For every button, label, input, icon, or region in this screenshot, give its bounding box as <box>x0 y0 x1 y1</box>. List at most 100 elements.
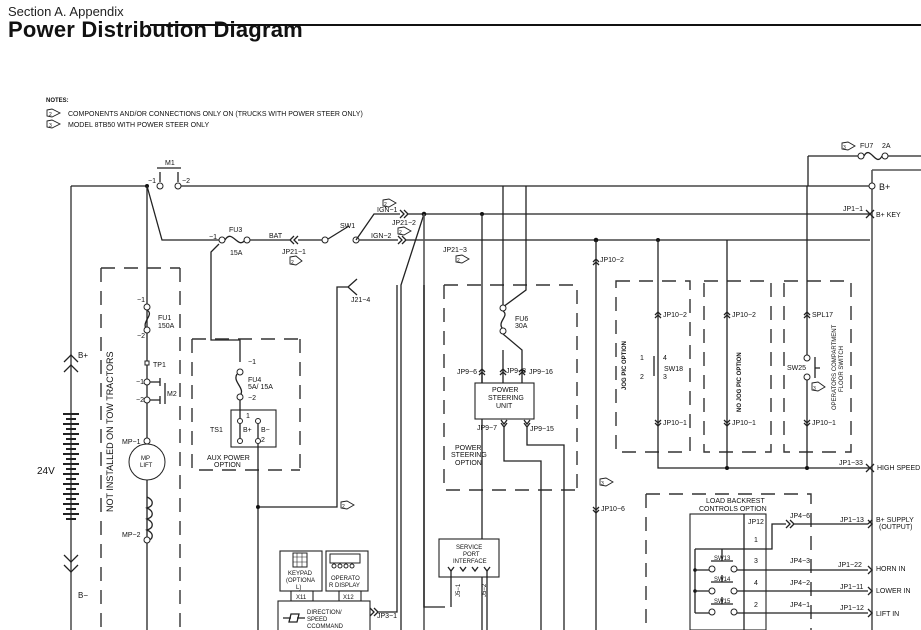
wire-segment <box>100 267 181 630</box>
diagram-label: LIFT <box>140 463 153 469</box>
wire-segment <box>239 400 259 630</box>
service-port: SERVICE PORT INTERFACE J5−1 J5−2 <box>423 285 500 630</box>
diagram-label: −2 <box>137 333 145 340</box>
wire-segment <box>502 186 527 308</box>
wire-segment <box>730 608 738 616</box>
wire-segment <box>143 326 151 334</box>
diagram-label: MP <box>141 456 150 462</box>
wire-segment <box>237 438 243 444</box>
diagram-label: JP21−2 <box>392 220 416 227</box>
right-bus: 3 FU7 2A B+ JP1−1 B+ KEY JP1−33 HIGH SPE… <box>807 141 921 630</box>
wire-segment <box>337 563 343 569</box>
diagram-label: −1 <box>136 379 144 386</box>
wire-segment <box>292 552 308 568</box>
diagram-label: 2 <box>754 602 758 609</box>
wire-segment <box>255 418 261 424</box>
floor-switch-option: SPL17 JP10−1 SW25 3 OPERATORS COMPARTMEN… <box>783 186 852 470</box>
wire-segment <box>255 438 261 444</box>
wire-segment <box>150 378 166 404</box>
diagram-label: −1 <box>209 234 217 241</box>
diagram-label: JP10−1 <box>812 420 836 427</box>
diagram-label: IGN−1 <box>377 207 398 214</box>
wire-segment <box>145 496 153 542</box>
diagram-label: JP21−1 <box>282 249 306 256</box>
wire-segment <box>703 280 772 453</box>
wire-segment <box>438 538 500 578</box>
operator-display <box>325 550 369 592</box>
note-2-text: MODEL 8TB50 WITH POWER STEER ONLY <box>68 122 210 129</box>
diagram-label: B+ <box>879 182 890 192</box>
wire-segment <box>63 354 79 373</box>
diagram-label: SERVICE <box>456 545 482 551</box>
battery-negative-label: B− <box>78 591 88 600</box>
diagram-label: JP3−1 <box>377 613 397 620</box>
wire-segment <box>327 225 350 240</box>
diagram-label: 2 <box>291 260 294 266</box>
wire-segment <box>865 463 875 473</box>
diagram-label: 3 <box>49 123 52 129</box>
diagram-label: JP1−11 <box>840 584 864 591</box>
wire-segment <box>289 255 303 266</box>
diagram-label: POWER <box>455 445 481 452</box>
wire-segment <box>157 167 181 182</box>
diagram-label: JP4−3 <box>790 558 810 565</box>
wire-segment <box>143 536 151 544</box>
wire-segment <box>694 548 754 613</box>
battery-positive-label: B+ <box>78 351 88 360</box>
marker-2-icon: 2 <box>289 255 303 266</box>
page-title: Power Distribution Diagram <box>8 17 303 42</box>
marker-3-icon: 3 <box>811 381 826 392</box>
diagram-label: MP−1 <box>122 439 141 446</box>
wire-segment <box>455 254 470 264</box>
diagram-label: M2 <box>167 391 177 398</box>
diagram-label: JP10−2 <box>732 312 756 319</box>
wire-segment <box>711 575 733 583</box>
wire-segment <box>146 185 222 241</box>
wire-segment <box>857 152 865 160</box>
diagram-label: J21−4 <box>351 297 370 304</box>
marker-3-icon: 3 <box>841 141 856 151</box>
wire-segment <box>369 285 398 617</box>
marker-2-icon: 2 <box>340 500 355 510</box>
diagram-label: 5A/ 15A <box>248 384 273 391</box>
wire-segment <box>397 226 412 236</box>
diagram-label: SPL17 <box>812 312 833 319</box>
jp10-branch: JP10−2 3 JP10−6 <box>592 237 625 630</box>
wire-segment <box>867 565 873 618</box>
wire-segment <box>156 182 164 190</box>
wire-segment <box>256 505 260 509</box>
diagram-label: −1 <box>137 297 145 304</box>
wire-segment <box>708 587 716 595</box>
battery-circuit: B+ 24V B− <box>37 185 146 630</box>
diagram-label: 2 <box>399 230 402 236</box>
wire-segment <box>725 466 729 470</box>
wire-segment <box>599 477 614 487</box>
wire-segment <box>331 563 337 569</box>
diagram-label: −1 <box>248 359 256 366</box>
wire-segment <box>811 381 826 392</box>
keypad-icon <box>292 552 308 568</box>
jog-pic-option: JP10−2 JP10−1 JOG PIC OPTION 1 2 4 3 SW1… <box>615 238 870 469</box>
diagram-label: LOAD BACKREST <box>706 498 765 505</box>
diagram-label: BAT <box>269 233 283 240</box>
diagram-label: B+ SUPPLY <box>876 517 914 524</box>
wire-segment <box>236 368 244 376</box>
diagram-label: SW25 <box>787 365 806 372</box>
diagram-label: 2A <box>882 143 891 150</box>
wire-segment <box>615 280 691 453</box>
display-icon <box>329 553 361 569</box>
wire-segment <box>657 240 870 469</box>
wire-segment <box>592 240 600 630</box>
diagram-label: 4 <box>663 355 667 362</box>
wire-segment <box>478 368 486 383</box>
diagram-label: INTERFACE <box>453 559 487 565</box>
diagram-label: CONTROLS OPTION <box>699 506 767 513</box>
diagram-label: SW13 <box>714 556 731 562</box>
battery-voltage-label: 24V <box>37 466 55 477</box>
direction-speed-icon <box>283 613 305 623</box>
diagram-label: FU3 <box>229 227 242 234</box>
diagram-label: 4 <box>754 580 758 587</box>
wire-segment <box>868 182 876 190</box>
diagram-label: FLOOR SWITCH <box>839 346 845 392</box>
diagram-label: (OUTPUT) <box>879 524 912 531</box>
